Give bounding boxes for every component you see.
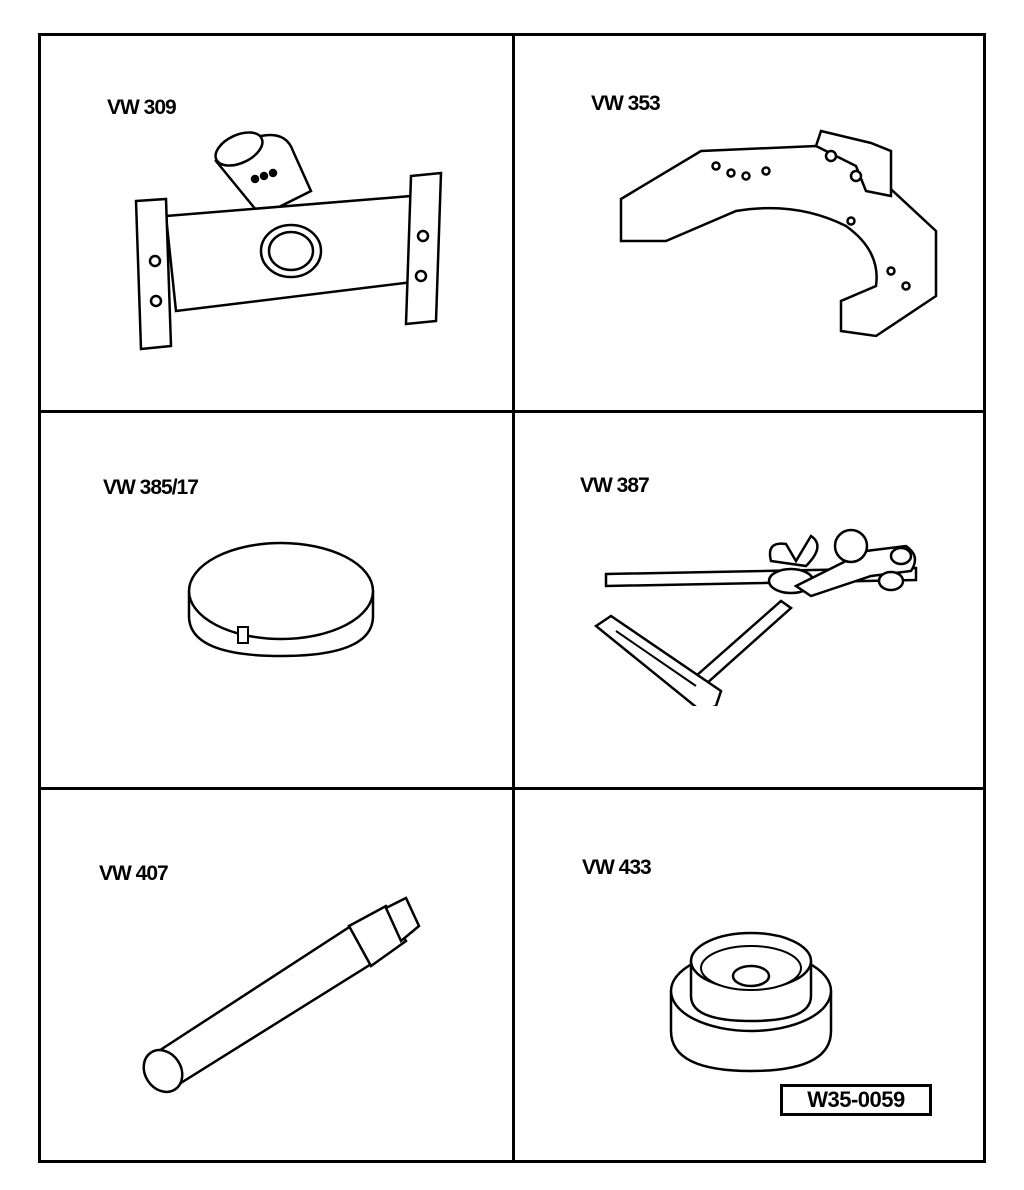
- tool-label-6: VW 433: [582, 856, 652, 879]
- tool-label-3: VW 385/17: [103, 476, 199, 499]
- tool-label-4: VW 387: [580, 474, 650, 497]
- drift-icon: [131, 896, 431, 1096]
- bracket-tool-icon: [121, 121, 461, 351]
- divider-horizontal-1: [41, 410, 983, 413]
- disc-icon: [181, 531, 381, 671]
- mounting-plate-icon: [606, 121, 956, 351]
- tool-label-5: VW 407: [99, 862, 169, 885]
- tool-label-1: VW 309: [107, 96, 177, 119]
- divider-vertical: [512, 36, 515, 1160]
- tool-sheet: VW 309 VW 353 VW 385/17: [38, 33, 986, 1163]
- tool-label-2: VW 353: [591, 92, 661, 115]
- divider-horizontal-2: [41, 787, 983, 790]
- figure-code: W35-0059: [780, 1084, 932, 1116]
- dial-gauge-holder-icon: [586, 506, 936, 706]
- thrust-piece-icon: [666, 926, 836, 1076]
